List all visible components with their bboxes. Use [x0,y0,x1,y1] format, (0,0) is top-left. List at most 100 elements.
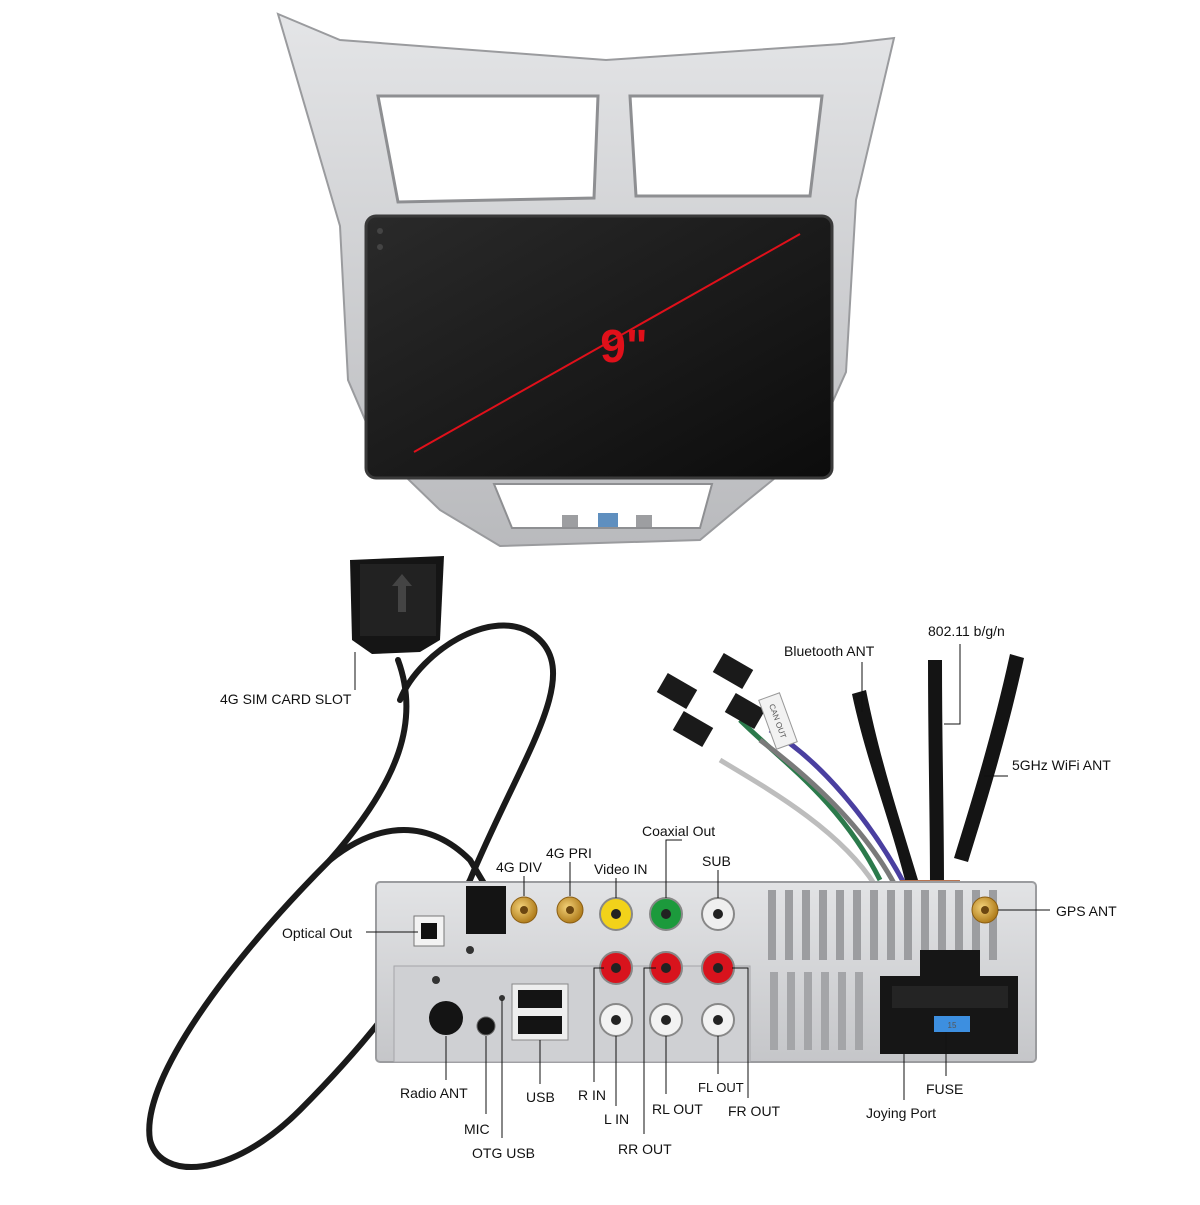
4g-pri-connector-pin [566,906,574,914]
heatsink-slot [768,890,776,960]
fl-out-jack-center [713,1015,723,1025]
rr-out-jack-center [661,963,671,973]
wifi-antenna [928,660,944,886]
sim-cable-to-unit [327,827,491,893]
coaxial-out-label: Coaxial Out [642,823,715,839]
mic-label: MIC [464,1121,490,1137]
bluetooth-antenna [852,690,918,884]
bluetooth-ant-label: Bluetooth ANT [784,643,875,659]
heatsink-slot [904,890,912,960]
heatsink-slot [870,890,878,960]
4g-pri-label: 4G PRI [546,845,592,861]
heatsink-slot [887,890,895,960]
insert-arrow-icon [392,574,412,612]
screen-diagonal-line [413,233,801,453]
heatsink-slot [838,972,846,1050]
left-vent-opening [376,94,600,204]
wire-green [738,718,883,882]
gps-connector-pin [981,906,989,914]
coaxial-out-jack-center [661,909,671,919]
r-in-jack-center [611,963,621,973]
gps-ant-label: GPS ANT [1056,903,1117,919]
l-in-label: L IN [604,1111,629,1127]
radio-ant-port [429,1001,463,1035]
heatsink-slot [785,890,793,960]
rr-out-label: RR OUT [618,1141,672,1157]
fr-out-label: FR OUT [728,1103,781,1119]
wifi-5ghz-antenna [954,654,1024,862]
heatsink-slot [819,890,827,960]
chassis-screw-1 [432,976,440,984]
sim-slot-label: 4G SIM CARD SLOT [220,691,352,707]
head-unit-front: 9" [276,12,896,548]
fr-out-leader [732,967,749,1098]
heatsink-slot [804,972,812,1050]
fr-out-jack-center [713,963,723,973]
chassis-screw-2 [466,946,474,954]
fl-out-label: FL OUT [698,1080,744,1095]
wifi-5ghz-label: 5GHz WiFi ANT [1012,757,1111,773]
wifi-std-label: 802.11 b/g/n [928,623,1005,639]
fuse-label: FUSE [926,1081,963,1097]
harness-connector-3 [712,652,754,690]
sub-label: SUB [702,853,731,869]
wifi-leader [944,644,961,725]
heatsink-slot [853,890,861,960]
heatsink-slot [955,890,963,960]
wire-white [718,757,878,887]
lower-opening [492,483,714,529]
rl-out-jack-center [661,1015,671,1025]
wire-gray [758,738,898,887]
mount-clip-left [562,515,578,527]
heatsink-slots [768,890,997,1050]
4g-div-label: 4G DIV [496,859,543,875]
video-in-jack-center [611,909,621,919]
usb-port [518,1016,562,1034]
coaxial-out-leader [665,839,682,898]
heatsink-slot [787,972,795,1050]
heatsink-slot [989,890,997,960]
can-out-tag [758,692,798,750]
l-in-jack-center [611,1015,621,1025]
fuse-body [934,1016,970,1032]
screen-button-top [377,228,383,234]
optical-out-label: Optical Out [282,925,352,941]
heatsink-slot [836,890,844,960]
sim-cable-plug [466,886,506,934]
joying-port-label: Joying Port [866,1105,936,1121]
mount-clip-center [598,513,618,527]
right-vent-opening [628,94,824,198]
r-in-leader [593,967,604,1082]
harness-connector-1 [656,672,698,710]
rear-chassis: 15 [375,881,1037,1063]
sim-module: 4G SIM CARD SLOT [146,556,557,1170]
port-labels [366,839,1050,1138]
screen-size-label: 9" [600,320,647,372]
rr-out-leader [643,967,656,1134]
heatsink-slot [938,890,946,960]
4g-div-connector-pin [520,906,528,914]
heatsink-slot [802,890,810,960]
video-in-label: Video IN [594,861,647,877]
heatsink-slot [855,972,863,1050]
harness-connector-2 [672,710,714,748]
joying-port-pins [892,986,1008,1008]
rl-out-label: RL OUT [652,1101,703,1117]
heatsink-slot [821,972,829,1050]
otg-usb-label: OTG USB [472,1145,535,1161]
heatsink-slot [770,972,778,1050]
otg-usb-port [518,990,562,1008]
heatsink-slot [972,890,980,960]
screen-button-bottom [377,244,383,250]
antenna-harness: CAN OUT Bluetooth ANT 802.11 b/g/n 5GHz … [656,623,1111,932]
otg-usb-indicator [499,995,505,1001]
mic-port [476,1016,496,1036]
harness-plug-socket [920,950,980,976]
harness-connector-4 [724,692,766,730]
usb-label: USB [526,1089,555,1105]
radio-ant-label: Radio ANT [400,1085,468,1101]
sub-jack-center [713,909,723,919]
mount-clip-right [636,515,652,527]
